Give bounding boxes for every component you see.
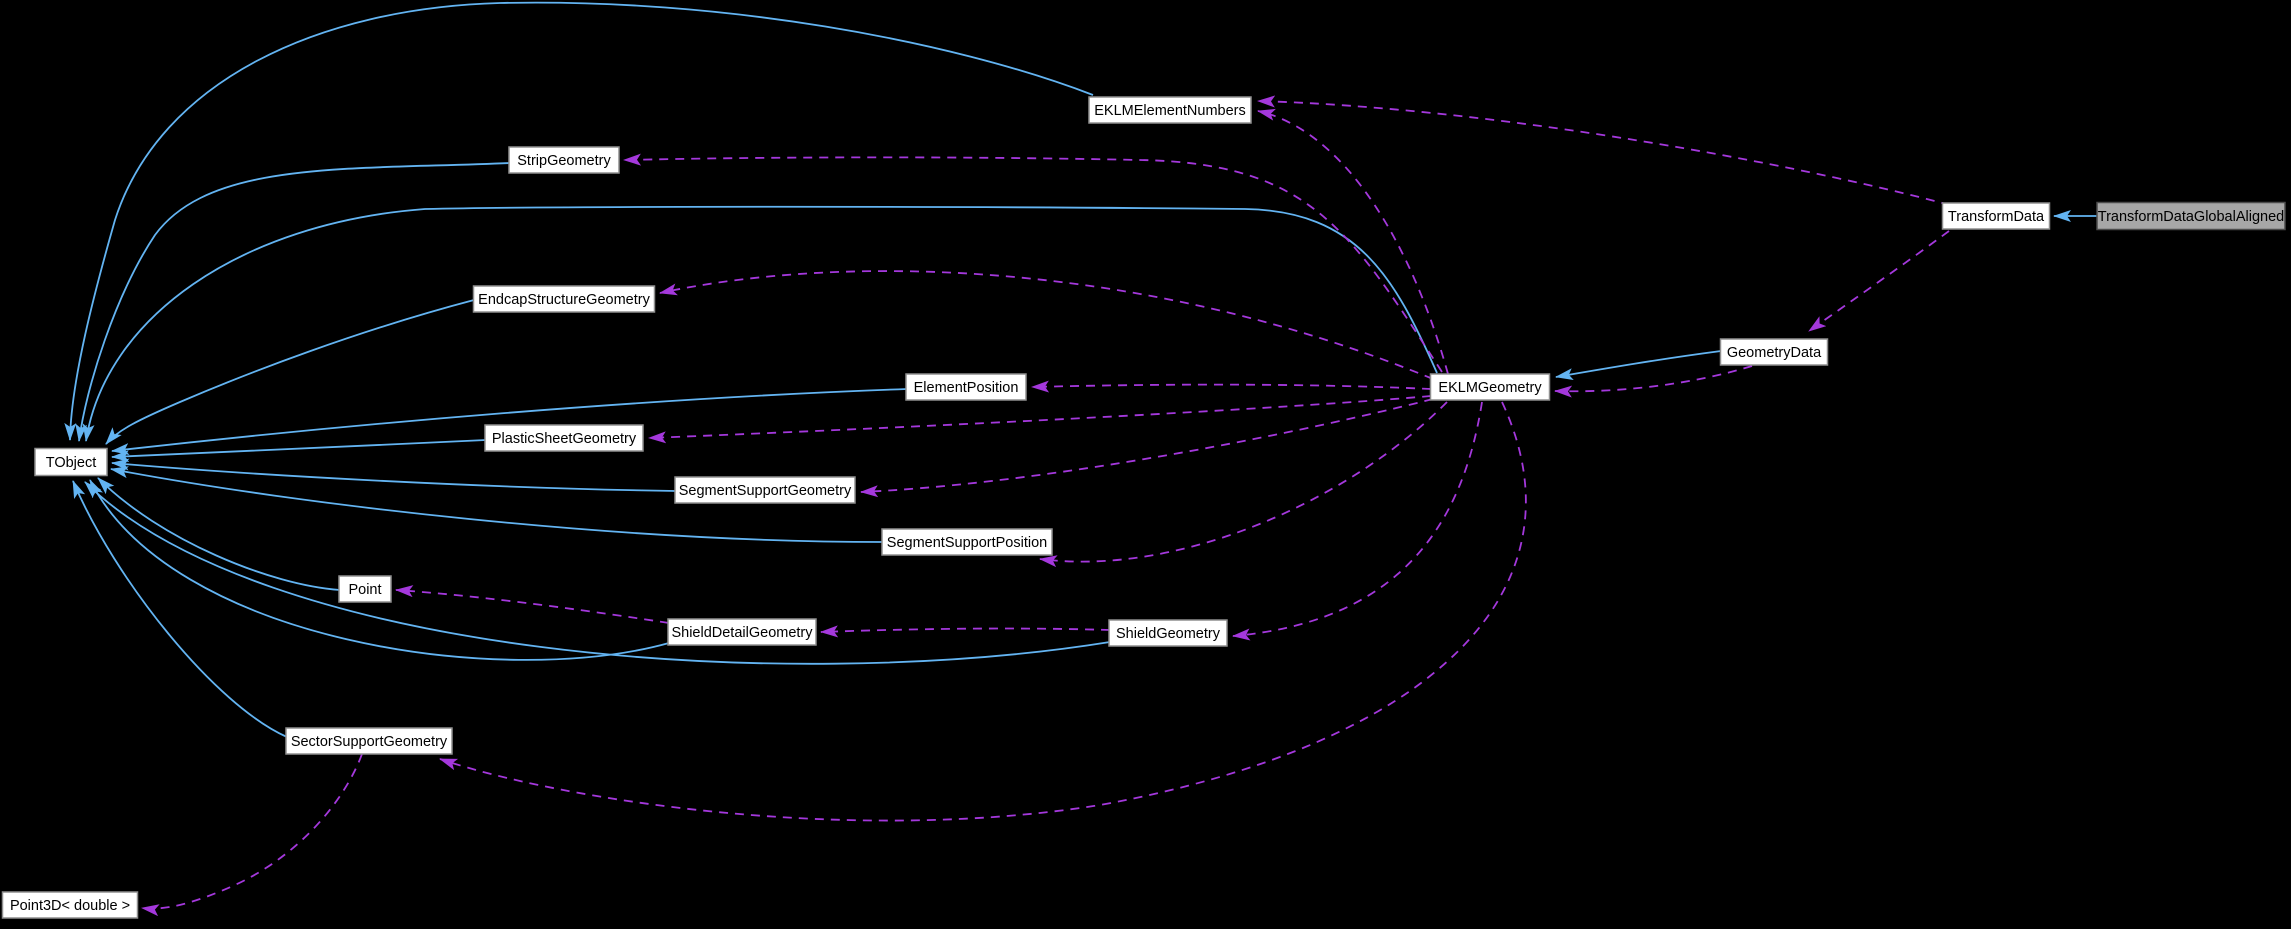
edge-endcap_structure_geometry-to-tobject	[105, 299, 475, 445]
node-box-transform_data	[1941, 202, 2051, 230]
node-label-shield_detail_geometry: ShieldDetailGeometry	[671, 625, 813, 641]
node-box-shield_geometry	[1108, 619, 1228, 647]
node-box-shield_detail_geometry	[667, 618, 817, 646]
edge-eklm_geometry-to-segment_support_position	[1039, 401, 1448, 568]
node-segment_support_position[interactable]: SegmentSupportPosition	[881, 528, 1053, 556]
edge-geometry_data-to-eklm_geometry	[1555, 350, 1722, 381]
edge-eklm_element_numbers-to-tobject	[64, 1, 1094, 441]
node-label-geometry_data: GeometryData	[1727, 345, 1822, 361]
edge-segment_support_position-to-tobject	[110, 466, 884, 543]
node-point3d_double[interactable]: Point3D< double >	[1, 891, 139, 919]
node-shield_detail_geometry[interactable]: ShieldDetailGeometry	[667, 618, 817, 646]
node-box-tobject	[34, 447, 108, 477]
node-label-transform_data_global_aligned: TransformDataGlobalAligned	[2098, 209, 2284, 225]
node-box-eklm_element_numbers	[1088, 96, 1252, 124]
node-box-element_position	[905, 373, 1027, 401]
edge-plastic_sheet_geometry-to-tobject	[111, 439, 487, 463]
node-label-strip_geometry: StripGeometry	[517, 153, 611, 169]
node-label-segment_support_position: SegmentSupportPosition	[887, 535, 1047, 551]
node-box-strip_geometry	[508, 146, 620, 174]
edge-segment_support_geometry-to-tobject	[111, 458, 677, 492]
node-layer: TObject StripGeometry EKLMElementNumbersEn…	[1, 96, 2286, 919]
edge-strip_geometry-to-tobject	[75, 162, 511, 442]
edge-eklm_geometry-to-sector_support_geometry	[439, 401, 1527, 822]
node-eklm_geometry[interactable]: EKLMGeometry	[1429, 373, 1551, 401]
edge-transform_data-to-geometry_data	[1808, 230, 1950, 332]
node-label-eklm_element_numbers: EKLMElementNumbers	[1094, 103, 1246, 119]
edge-shield_geometry-to-shield_detail_geometry	[820, 625, 1111, 638]
edge-eklm_geometry-to-plastic_sheet_geometry	[648, 395, 1432, 444]
node-label-endcap_structure_geometry: EndcapStructureGeometry	[478, 292, 650, 308]
node-label-eklm_geometry: EKLMGeometry	[1438, 380, 1542, 396]
node-box-point	[338, 575, 392, 603]
node-plastic_sheet_geometry[interactable]: PlasticSheetGeometry	[484, 424, 644, 452]
edge-eklm_geometry-to-element_position	[1031, 380, 1432, 393]
edge-element_position-to-tobject	[111, 388, 908, 456]
node-element_position[interactable]: ElementPosition	[905, 373, 1027, 401]
node-label-transform_data: TransformData	[1948, 209, 2045, 225]
node-point[interactable]: Point	[338, 575, 392, 603]
node-geometry_data[interactable]: GeometryData	[1719, 338, 1829, 366]
node-sector_support_geometry[interactable]: SectorSupportGeometry	[285, 727, 453, 755]
edge-sector_support_geometry-to-tobject	[72, 480, 288, 738]
node-transform_data[interactable]: TransformData	[1941, 202, 2051, 230]
edge-geometry_data-to-eklm_geometry	[1554, 365, 1753, 398]
edge-eklm_geometry-to-shield_geometry	[1232, 401, 1483, 641]
node-label-shield_geometry: ShieldGeometry	[1116, 626, 1221, 642]
edge-shield_detail_geometry-to-point	[395, 585, 670, 624]
node-box-eklm_geometry	[1429, 373, 1551, 401]
node-box-point3d_double	[1, 891, 139, 919]
node-label-sector_support_geometry: SectorSupportGeometry	[291, 734, 448, 750]
node-box-endcap_structure_geometry	[472, 285, 656, 313]
edge-transform_data-to-eklm_element_numbers	[1257, 95, 1951, 206]
node-endcap_structure_geometry[interactable]: EndcapStructureGeometry	[472, 285, 656, 313]
edge-shield_detail_geometry-to-tobject	[89, 479, 670, 661]
node-eklm_element_numbers[interactable]: EKLMElementNumbers	[1088, 96, 1252, 124]
node-box-plastic_sheet_geometry	[484, 424, 644, 452]
edge-eklm_geometry-to-tobject	[82, 205, 1438, 442]
node-label-plastic_sheet_geometry: PlasticSheetGeometry	[492, 431, 637, 447]
edge-eklm_geometry-to-segment_support_geometry	[860, 398, 1434, 498]
node-box-segment_support_position	[881, 528, 1053, 556]
node-label-tobject: TObject	[46, 455, 97, 471]
node-label-point3d_double: Point3D< double >	[10, 898, 130, 914]
edge-eklm_geometry-to-strip_geometry	[623, 153, 1443, 373]
node-tobject[interactable]: TObject	[34, 447, 108, 477]
node-box-sector_support_geometry	[285, 727, 453, 755]
edge-layer	[64, 1, 2098, 917]
node-box-transform_data_global_aligned	[2096, 201, 2286, 231]
edge-point-to-tobject	[97, 477, 341, 591]
node-box-geometry_data	[1719, 338, 1829, 366]
node-shield_geometry[interactable]: ShieldGeometry	[1108, 619, 1228, 647]
node-strip_geometry[interactable]: StripGeometry	[508, 146, 620, 174]
node-label-segment_support_geometry: SegmentSupportGeometry	[679, 483, 852, 499]
node-label-point: Point	[348, 582, 381, 598]
edge-eklm_geometry-to-endcap_structure_geometry	[659, 270, 1434, 380]
edge-eklm_geometry-to-eklm_element_numbers	[1257, 108, 1449, 375]
node-transform_data_global_aligned[interactable]: TransformDataGlobalAligned	[2096, 201, 2286, 231]
node-box-segment_support_geometry	[674, 476, 856, 504]
node-label-element_position: ElementPosition	[914, 380, 1019, 396]
node-segment_support_geometry[interactable]: SegmentSupportGeometry	[674, 476, 856, 504]
edge-sector_support_geometry-to-point3d_double	[141, 753, 363, 917]
edge-shield_geometry-to-tobject	[84, 481, 1111, 665]
